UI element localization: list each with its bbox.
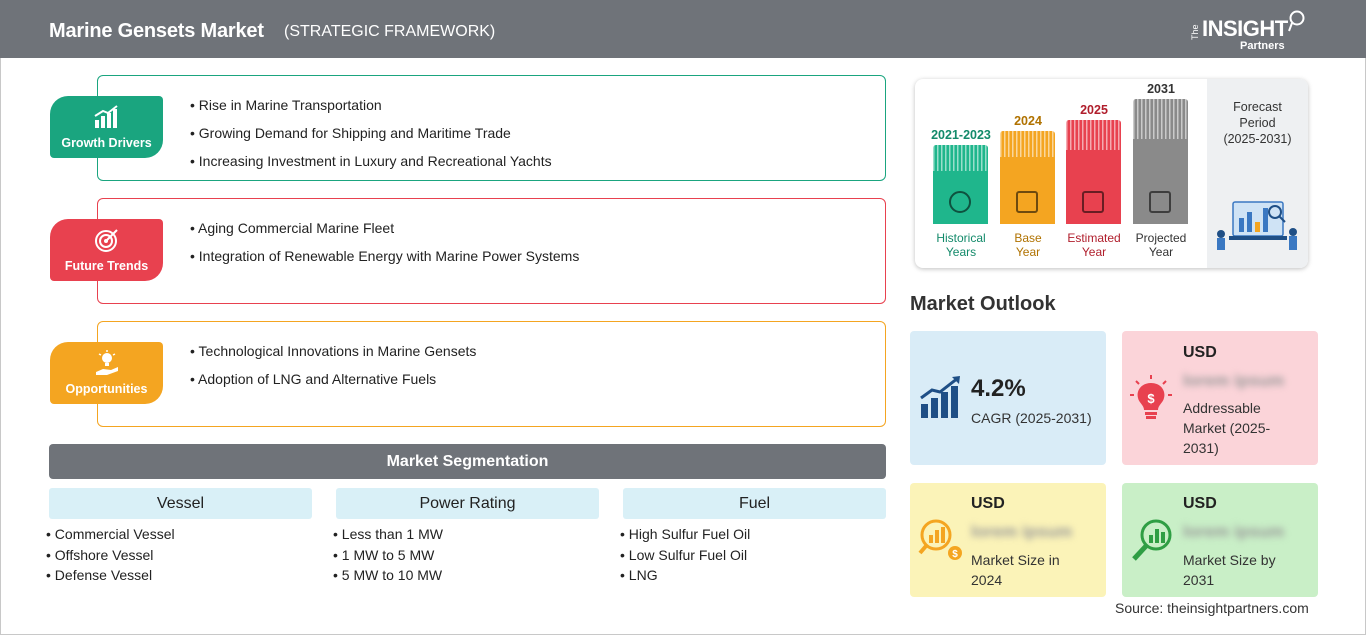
growth-chart-icon [920,376,960,418]
forecast-label-line-1: Forecast [1233,100,1282,114]
gear-chart-icon [1082,191,1104,213]
timeline-bar-stripes [1000,131,1055,157]
size-2024-label-line-1: Market Size in [971,552,1060,568]
list-item: 5 MW to 10 MW [333,567,443,588]
future-trends-badge: Future Trends [50,219,163,281]
growth-drivers-list: Rise in Marine Transportation Growing De… [190,96,552,180]
addressable-market-card: USD lorem ipsum Addressable Market (2025… [1122,331,1318,465]
list-item: High Sulfur Fuel Oil [620,526,750,547]
calendar-icon [1016,191,1038,213]
addressable-usd: USD [1183,344,1217,361]
list-item: Aging Commercial Marine Fleet [190,219,579,247]
list-item: Defense Vessel [46,567,175,588]
page-title: Marine Gensets Market [49,20,264,42]
timeline-year-projected: 2031 [1147,82,1175,96]
timeline-year-estimated: 2025 [1080,103,1108,117]
forecast-years: (2025-2031) [1223,132,1292,146]
target-icon [95,229,118,252]
opportunities-label: Opportunities [65,382,148,396]
timeline-bar-stripes [933,145,988,171]
bar-chart-growth-icon [94,105,118,128]
list-item: Increasing Investment in Luxury and Recr… [190,152,552,180]
forecast-label: Forecast Period [1207,99,1308,131]
segment-heading-power-rating: Power Rating [336,488,599,519]
list-item: Commercial Vessel [46,526,175,547]
idea-hand-icon [96,350,118,375]
size-2031-usd: USD [1183,495,1217,512]
presentation-icon [1149,191,1171,213]
addressable-label: Addressable Market (2025- 2031) [1183,398,1270,458]
svg-text:$: $ [952,549,958,560]
market-size-2031-card: USD lorem ipsum Market Size by 2031 [1122,483,1318,597]
size-2031-value: lorem ipsum [1183,522,1285,541]
logo-the: The [1190,24,1200,40]
growth-drivers-badge: Growth Drivers [50,96,163,158]
size-2024-value: lorem ipsum [971,522,1073,541]
market-outlook-title: Market Outlook [910,293,1056,315]
size-2031-label-line-1: Market Size by [1183,552,1276,568]
segment-list-fuel: High Sulfur Fuel Oil Low Sulfur Fuel Oil… [620,526,750,588]
timeline-bar-stripes [1066,120,1121,150]
market-size-2024-card: USD lorem ipsum Market Size in 2024 $ [910,483,1106,597]
addressable-label-line-2: Market (2025- [1183,420,1271,436]
segment-heading-fuel: Fuel [623,488,886,519]
segment-list-power-rating: Less than 1 MW 1 MW to 5 MW 5 MW to 10 M… [333,526,443,588]
list-item: Rise in Marine Transportation [190,96,552,124]
dollar-bulb-icon: $ [1130,375,1172,419]
header-bar: Marine Gensets Market (STRATEGIC FRAMEWO… [0,0,1366,58]
source-credit: Source: theinsightpartners.com [1115,600,1309,616]
list-item: Low Sulfur Fuel Oil [620,547,750,568]
future-trends-label: Future Trends [64,259,149,273]
logo-partners: Partners [1240,40,1285,52]
list-item: Less than 1 MW [333,526,443,547]
list-item: Offshore Vessel [46,547,175,568]
svg-text:$: $ [1147,391,1155,406]
growth-drivers-label: Growth Drivers [61,136,152,150]
list-item: Adoption of LNG and Alternative Fuels [190,370,476,398]
opportunities-list: Technological Innovations in Marine Gens… [190,342,476,398]
list-item: Technological Innovations in Marine Gens… [190,342,477,370]
segmentation-title: Market Segmentation [49,444,886,479]
analyst-illustration-icon [1217,201,1297,250]
list-item: Growing Demand for Shipping and Maritime… [190,124,552,152]
addressable-label-line-3: 2031) [1183,440,1219,456]
timeline-year-base: 2024 [1014,114,1042,128]
addressable-value: lorem ipsum [1183,371,1285,390]
page-subtitle: (STRATEGIC FRAMEWORK) [284,23,496,40]
list-item: Integration of Renewable Energy with Mar… [190,247,580,275]
segment-list-vessel: Commercial Vessel Offshore Vessel Defens… [46,526,175,588]
opportunities-badge: Opportunities [50,342,163,404]
size-2024-label: Market Size in 2024 [971,550,1060,590]
company-logo: The INSIGHT Partners [1190,10,1310,52]
size-2024-usd: USD [971,495,1005,512]
size-2024-label-line-2: 2024 [971,572,1003,588]
timeline-bar-stripes [1133,99,1188,139]
history-icon [949,191,971,213]
addressable-label-line-1: Addressable [1183,400,1261,416]
magnifier-coins-icon: $ [918,519,962,560]
logo-pin-icon [1288,10,1305,32]
list-item: LNG [620,567,750,588]
segment-heading-vessel: Vessel [49,488,312,519]
magnifier-chart-icon [1132,519,1172,561]
size-2031-label: Market Size by 2031 [1183,550,1276,590]
cagr-label: CAGR (2025-2031) [971,410,1092,426]
size-2031-label-line-2: 2031 [1183,572,1215,588]
list-item: 1 MW to 5 MW [333,547,443,568]
future-trends-list: Aging Commercial Marine Fleet Integratio… [190,219,579,275]
timeline-year-historical: 2021-2023 [931,128,991,142]
forecast-label-line-2: Period [1239,116,1276,130]
cagr-value: 4.2% [971,375,1026,402]
logo-insight: INSIGHT [1202,16,1288,41]
